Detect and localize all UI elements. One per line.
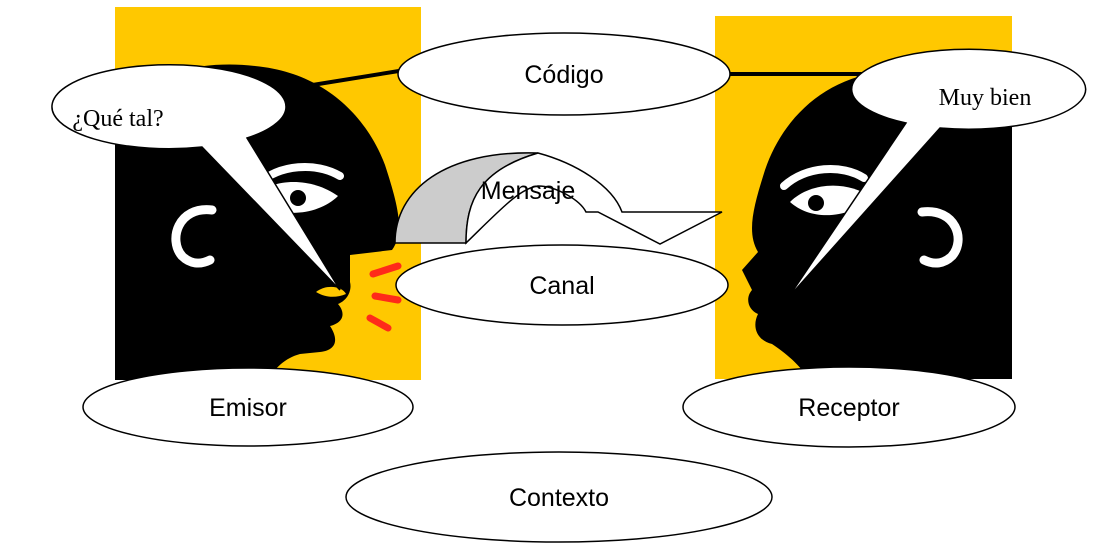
speech-bubble-receptor: Muy bien [787, 48, 1087, 299]
node-canal: Canal [395, 244, 729, 326]
node-canal-ellipse [395, 244, 729, 326]
mensaje-label: Mensaje [481, 177, 576, 205]
speech-bubble-receptor-text: Muy bien [939, 85, 1032, 111]
receptor-pupil [808, 195, 824, 211]
emisor-sound-stroke-2 [371, 292, 402, 304]
node-receptor-label: Receptor [798, 394, 899, 422]
emisor-ear [171, 205, 217, 268]
node-receptor-ellipse [682, 366, 1016, 448]
receptor-eyebrow [780, 165, 868, 190]
node-emisor: Emisor [82, 367, 414, 447]
receptor-head-silhouette [742, 69, 1012, 380]
mensaje-arrow: Mensaje [394, 152, 723, 245]
node-contexto-label: Contexto [509, 484, 609, 512]
node-emisor-label: Emisor [209, 394, 287, 422]
node-codigo-ellipse [397, 32, 731, 116]
emisor-pupil [290, 190, 306, 206]
node-canal-label: Canal [529, 272, 594, 300]
node-codigo-label: Código [524, 61, 603, 89]
node-emisor-ellipse [82, 367, 414, 447]
speech-bubble-emisor-shape [51, 63, 341, 291]
node-contexto: Contexto [345, 451, 773, 543]
emisor-sound-stroke-1 [369, 262, 402, 278]
emisor-sound-stroke-3 [366, 314, 392, 332]
emisor-illustration [115, 7, 421, 381]
receptor-ear [917, 207, 963, 268]
node-receptor: Receptor [682, 366, 1016, 448]
mensaje-arrow-front [465, 152, 723, 245]
speech-bubble-receptor-shape [787, 48, 1087, 299]
node-codigo: Código [397, 32, 731, 116]
node-contexto-ellipse [345, 451, 773, 543]
speech-bubble-emisor-text: ¿Qué tal? [72, 106, 163, 132]
speech-bubble-emisor: ¿Qué tal? [51, 63, 341, 291]
